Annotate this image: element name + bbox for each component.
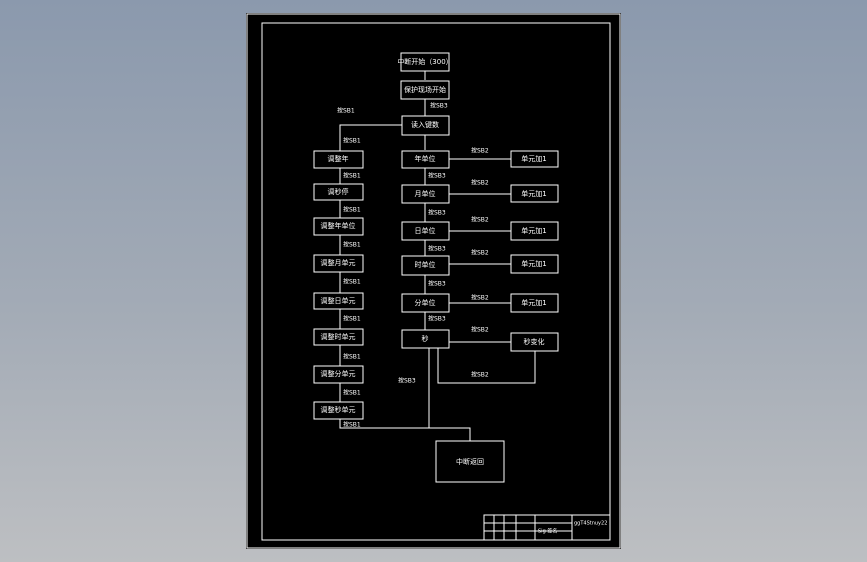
right-label: 秒变化 xyxy=(524,337,545,346)
center-label: 秒 xyxy=(422,334,429,343)
key-label-center: 按SB3 xyxy=(428,315,446,323)
title-block-sig: Sig 签名 xyxy=(538,528,557,535)
key-label-left: 按SB1 xyxy=(343,421,361,429)
left-label: 调秒停 xyxy=(328,187,349,196)
right-label: 单元加1 xyxy=(521,298,546,307)
key-label-left: 按SB1 xyxy=(343,315,361,323)
flowchart-diagram: 按SB3 按SB3 按SB3 按SB3 按SB3 按SB3 按SB3 按SB1 … xyxy=(246,13,621,549)
key-label-center: 按SB3 xyxy=(428,209,446,217)
key-label-right: 按SB2 xyxy=(471,179,489,187)
key-label-right: 按SB2 xyxy=(471,147,489,155)
left-label: 调整时单元 xyxy=(321,332,356,341)
key-label-left: 按SB1 xyxy=(343,278,361,286)
outer-border xyxy=(246,13,621,549)
left-box-7 xyxy=(313,401,364,420)
left-label: 调整日单元 xyxy=(321,296,356,305)
center-box-1 xyxy=(401,184,450,204)
left-label: 调整月单元 xyxy=(321,258,356,267)
center-box-0 xyxy=(401,150,450,169)
protect-box xyxy=(400,80,450,100)
read-key-box xyxy=(401,115,450,136)
key-label-right: 按SB2 xyxy=(471,249,489,257)
right-box-2 xyxy=(510,221,559,241)
start-box xyxy=(400,52,450,72)
right-box-5 xyxy=(510,332,559,352)
left-label: 调整分单元 xyxy=(321,369,356,378)
key-label-left: 按SB1 xyxy=(343,353,361,361)
right-box-4 xyxy=(510,293,559,313)
key-label-left: 按SB1 xyxy=(343,206,361,214)
right-box-3 xyxy=(510,254,559,274)
left-label: 调整年单位 xyxy=(321,221,356,230)
inner-border xyxy=(261,22,611,541)
protect-label: 保护现场开始 xyxy=(404,85,446,94)
key-label-left: 按SB1 xyxy=(343,241,361,249)
key-label-right: 按SB2 xyxy=(471,294,489,302)
right-label: 单元加1 xyxy=(521,259,546,268)
key-label-center: 按SB3 xyxy=(430,102,448,110)
right-label: 单元加1 xyxy=(521,154,546,163)
key-label-right: 按SB2 xyxy=(471,216,489,224)
left-box-0 xyxy=(313,150,364,169)
title-block: Sig 签名 ggT4Stnuy22 xyxy=(483,514,611,541)
key-label-right: 按SB2 xyxy=(471,371,489,379)
left-label: 调整秒单元 xyxy=(321,405,356,414)
right-label: 单元加1 xyxy=(521,189,546,198)
center-box-5 xyxy=(401,329,450,349)
left-box-2 xyxy=(313,217,364,236)
key-label-left: 按SB1 xyxy=(343,137,361,145)
center-label: 月单位 xyxy=(415,189,436,198)
key-label-center: 按SB3 xyxy=(428,280,446,288)
center-label: 分单位 xyxy=(415,298,436,307)
return-label: 中断返回 xyxy=(456,457,484,466)
left-box-6 xyxy=(313,365,364,384)
drawing-sheet: 按SB3 按SB3 按SB3 按SB3 按SB3 按SB3 按SB3 按SB1 … xyxy=(246,13,621,549)
key-label-center: 按SB3 xyxy=(428,172,446,180)
connector xyxy=(437,347,536,384)
read-key-label: 读入键数 xyxy=(411,120,439,129)
left-box-3 xyxy=(313,254,364,273)
key-label-left: 按SB1 xyxy=(343,172,361,180)
key-label-center: 按SB3 xyxy=(398,377,416,385)
center-box-3 xyxy=(401,255,450,276)
center-box-2 xyxy=(401,221,450,241)
center-label: 年单位 xyxy=(415,154,436,163)
left-box-4 xyxy=(313,292,364,310)
key-label-right: 按SB2 xyxy=(471,326,489,334)
key-label-left: 按SB1 xyxy=(343,389,361,397)
key-label-read-left: 按SB1 xyxy=(337,107,355,115)
center-label: 时单位 xyxy=(415,260,436,269)
left-box-1 xyxy=(313,183,364,201)
connector xyxy=(339,419,471,441)
left-box-5 xyxy=(313,328,364,346)
right-box-1 xyxy=(510,184,559,203)
right-label: 单元加1 xyxy=(521,226,546,235)
right-box-0 xyxy=(510,150,559,168)
center-box-4 xyxy=(401,293,450,313)
connector xyxy=(339,124,402,151)
start-label: 中断开始（300） xyxy=(397,57,452,66)
return-box xyxy=(435,440,505,483)
key-label-center: 按SB3 xyxy=(428,245,446,253)
title-block-frame xyxy=(483,514,611,541)
left-label: 调整年 xyxy=(328,154,349,163)
center-label: 日单位 xyxy=(415,226,436,235)
title-block-code: ggT4Stnuy22 xyxy=(574,521,607,527)
